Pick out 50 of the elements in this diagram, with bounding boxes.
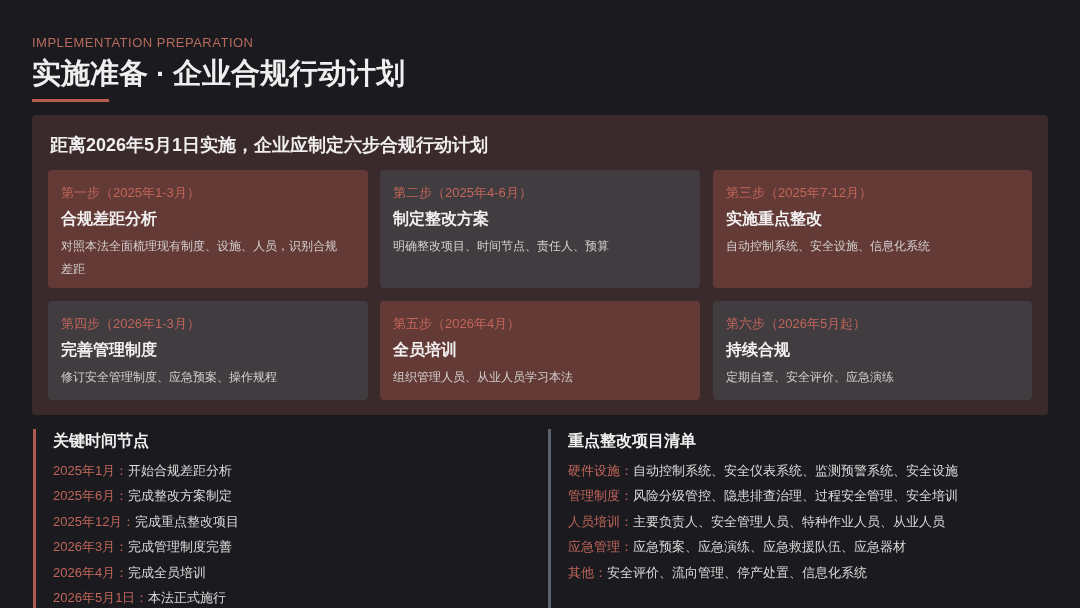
item-key: 2025年6月： <box>53 488 129 504</box>
step-description: 对照本法全面梳理现有制度、设施、人员，识别合规差距 <box>61 238 338 278</box>
step-title: 合规差距分析 <box>61 209 157 229</box>
item-text: 安全评价、流向管理、停产处置、信息化系统 <box>607 564 867 580</box>
page-title: 实施准备 · 企业合规行动计划 <box>32 56 406 91</box>
section-heading: 关键时间节点 <box>53 431 149 451</box>
bordered-list <box>548 429 958 608</box>
step-title: 持续合规 <box>726 340 790 360</box>
step-label: 第六步（2026年5月起） <box>726 315 867 333</box>
step-title: 全员培训 <box>393 340 457 360</box>
step-description: 定期自查、安全评价、应急演练 <box>726 369 895 386</box>
step-label: 第二步（2025年4-6月） <box>393 184 532 202</box>
step-card <box>380 301 700 400</box>
item-key: 人员培训： <box>568 513 633 529</box>
item-text: 完成整改方案制定 <box>128 488 233 504</box>
item-key: 2025年1月： <box>53 462 129 478</box>
section-heading: 重点整改项目清单 <box>568 431 696 451</box>
item-key: 2026年3月： <box>53 539 129 555</box>
item-text: 本法正式施行 <box>148 590 227 606</box>
step-label: 第四步（2026年1-3月） <box>61 315 200 333</box>
item-key: 2026年4月： <box>53 564 129 580</box>
item-text: 完成重点整改项目 <box>135 513 240 529</box>
step-card <box>48 170 368 288</box>
item-text: 开始合规差距分析 <box>128 462 233 478</box>
item-text: 应急预案、应急演练、应急救援队伍、应急器材 <box>633 539 906 555</box>
item-key: 应急管理： <box>568 539 633 555</box>
step-description: 自动控制系统、安全设施、信息化系统 <box>726 238 931 255</box>
item-text: 主要负责人、安全管理人员、特种作业人员、从业人员 <box>633 513 945 529</box>
step-description: 明确整改项目、时间节点、责任人、预算 <box>393 238 610 255</box>
item-text: 自动控制系统、安全仪表系统、监测预警系统、安全设施 <box>633 462 958 478</box>
step-card <box>713 170 1032 288</box>
item-text: 完成全员培训 <box>128 564 207 580</box>
item-text: 完成管理制度完善 <box>128 539 233 555</box>
item-key: 2026年5月1日： <box>53 590 149 606</box>
step-label: 第三步（2025年7-12月） <box>726 184 872 202</box>
step-description: 修订安全管理制度、应急预案、操作规程 <box>61 369 278 386</box>
step-title: 完善管理制度 <box>61 340 157 360</box>
item-key: 2025年12月： <box>53 513 136 529</box>
bordered-list <box>33 429 240 608</box>
item-key: 管理制度： <box>568 488 633 504</box>
step-title: 实施重点整改 <box>726 209 822 229</box>
step-label: 第五步（2026年4月） <box>393 315 521 333</box>
step-title: 制定整改方案 <box>393 209 489 229</box>
item-text: 风险分级管控、隐患排查治理、过程安全管理、安全培训 <box>633 488 958 504</box>
panel-heading: 距离2026年5月1日实施，企业应制定六步合规行动计划 <box>50 134 489 157</box>
step-description: 组织管理人员、从业人员学习本法 <box>393 369 574 386</box>
item-key: 其他： <box>568 564 607 580</box>
item-key: 硬件设施： <box>568 462 633 478</box>
subtitle: IMPLEMENTATION PREPARATION <box>32 34 254 52</box>
plan-panel <box>32 115 1048 415</box>
